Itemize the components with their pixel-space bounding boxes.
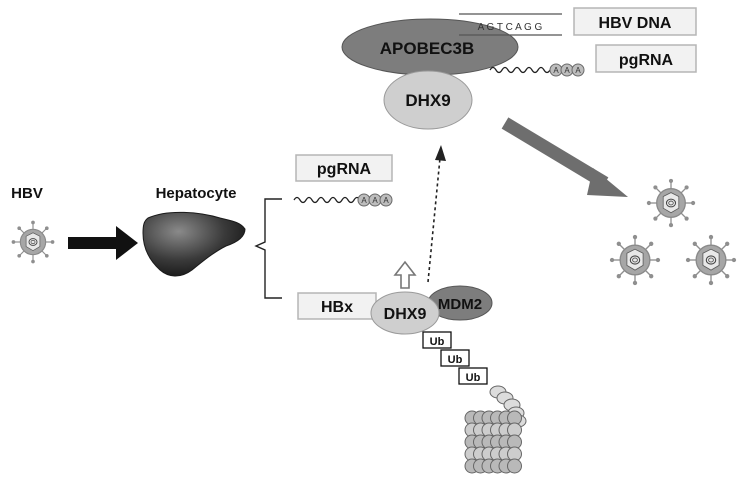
proteasome-icon — [464, 385, 527, 474]
dotted-arrow-icon — [427, 145, 446, 283]
pgrna-middle-label: pgRNA — [317, 161, 372, 178]
progeny-virion-icon — [685, 234, 737, 286]
proteasome-subunit — [507, 458, 522, 474]
polya-a: A — [564, 66, 570, 75]
polya-a: A — [383, 196, 389, 205]
replication-arrow-icon — [501, 117, 628, 197]
hbv-dna-box — [573, 7, 697, 36]
hbx-box — [297, 292, 377, 320]
pgrna-top-label: pgRNA — [619, 52, 674, 69]
hbv-label: HBV — [11, 185, 43, 202]
dna-sequence: A G T C A G G — [478, 22, 543, 33]
pgrna-middle-box — [295, 154, 393, 182]
hbv-dna-strand: A G T C A G G — [459, 13, 562, 36]
dhx9-top-ellipse — [383, 70, 473, 130]
dhx9-bottom-label: DHX9 — [384, 306, 427, 323]
infection-arrow-icon — [68, 226, 138, 260]
ubiquitin-chain: Ub Ub Ub — [422, 331, 488, 385]
ubiquitin-label: Ub — [466, 372, 481, 384]
hbx-label: HBx — [321, 299, 353, 316]
dhx9-bottom-ellipse — [370, 291, 440, 335]
ubiquitin-label: Ub — [448, 354, 463, 366]
apobec3b-label: APOBEC3B — [380, 39, 474, 58]
dhx9-top-label: DHX9 — [405, 91, 450, 110]
hbv-virion-icon — [11, 220, 55, 264]
pgrna-middle-strand — [293, 196, 361, 204]
liver-icon — [142, 211, 246, 277]
mdm2-label: MDM2 — [438, 296, 482, 313]
hepatocyte-label: Hepatocyte — [156, 185, 237, 202]
polya-a: A — [372, 196, 378, 205]
polya-tail-middle: A A A — [357, 193, 393, 207]
ubiquitin-label: Ub — [430, 336, 445, 348]
polya-a: A — [575, 66, 581, 75]
polya-tail-top: A A A — [549, 63, 585, 77]
pgrna-top-box — [595, 44, 697, 73]
upregulation-arrow-icon — [393, 260, 417, 289]
pgrna-top-strand — [489, 66, 551, 74]
polya-a: A — [361, 196, 367, 205]
bracket-divider — [254, 198, 282, 299]
polya-a: A — [553, 66, 559, 75]
progeny-virion-icon — [646, 178, 696, 228]
progeny-virion-icon — [609, 234, 661, 286]
hbv-dna-label: HBV DNA — [599, 15, 672, 32]
